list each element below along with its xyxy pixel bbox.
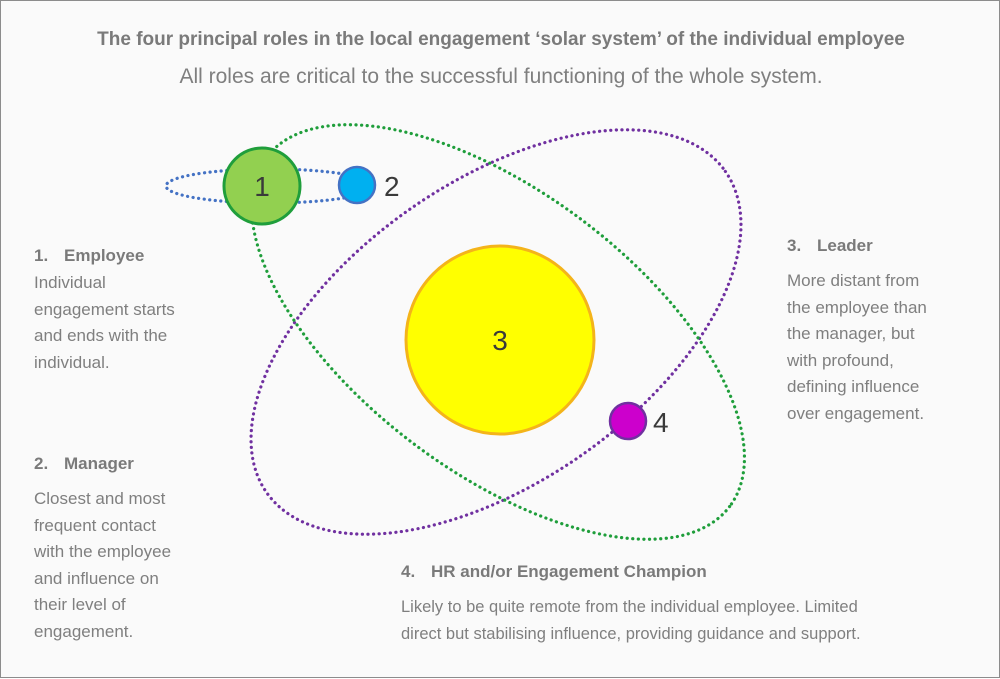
leader-orbit [249, 128, 743, 536]
role-manager-number: 2. [34, 454, 49, 473]
role-leader-line: the manager, but [787, 324, 915, 343]
manager-moon [337, 165, 377, 205]
role-leader-name: Leader [817, 236, 873, 255]
role-hr-name: HR and/or Engagement Champion [431, 562, 707, 581]
role-hr-heading: 4. HR and/or Engagement Champion [401, 562, 707, 582]
role-employee-line: and ends with the [34, 326, 168, 345]
role-manager-description: Closest and most frequent contact with t… [34, 486, 171, 645]
role-manager-line: with the employee [34, 542, 172, 561]
role-leader-line: the employee than [787, 297, 927, 317]
role-employee-description: Individual engagement starts and ends wi… [34, 270, 175, 376]
role-employee-number: 1. [34, 246, 49, 265]
leader-sun-label: 3 [492, 325, 508, 356]
role-leader-line: over engagement. [787, 403, 925, 423]
role-leader-line: More distant from [787, 271, 920, 290]
role-manager-line: their level of [34, 595, 126, 614]
employee-planet [222, 146, 302, 226]
role-employee-name: Employee [64, 246, 145, 265]
role-manager-line: Closest and most [34, 489, 166, 508]
diagram-subtitle: All roles are critical to the successful… [179, 65, 823, 88]
hr-planet-label: 4 [653, 407, 669, 438]
role-leader-heading: 3. Leader [787, 236, 873, 256]
role-leader-line: with profound, [787, 350, 894, 370]
role-manager-line: engagement. [34, 621, 134, 641]
hr-planet [608, 401, 648, 441]
role-hr-line: direct but stabilising influence, provid… [401, 624, 861, 643]
role-employee-line: engagement starts [34, 299, 175, 319]
role-manager-heading: 2. Manager [34, 454, 134, 474]
role-employee-line: individual. [34, 352, 110, 372]
role-manager-name: Manager [64, 454, 134, 473]
role-employee-line: Individual [34, 273, 106, 292]
role-leader-description: More distant from the employee than the … [787, 268, 927, 427]
manager-moon-label: 2 [384, 171, 400, 202]
diagram-title: The four principal roles in the local en… [97, 29, 905, 50]
role-leader-line: defining influence [787, 377, 920, 396]
role-hr-line: Likely to be quite remote from the indiv… [401, 598, 858, 616]
leader-sun [404, 244, 596, 436]
role-hr-description: Likely to be quite remote from the indiv… [401, 594, 861, 647]
employee-planet-label: 1 [254, 171, 270, 202]
role-manager-line: frequent contact [34, 515, 156, 535]
role-manager-line: and influence on [34, 568, 159, 588]
role-employee-heading: 1. Employee [34, 246, 144, 266]
role-leader-number: 3. [787, 236, 802, 255]
role-hr-number: 4. [401, 562, 416, 581]
